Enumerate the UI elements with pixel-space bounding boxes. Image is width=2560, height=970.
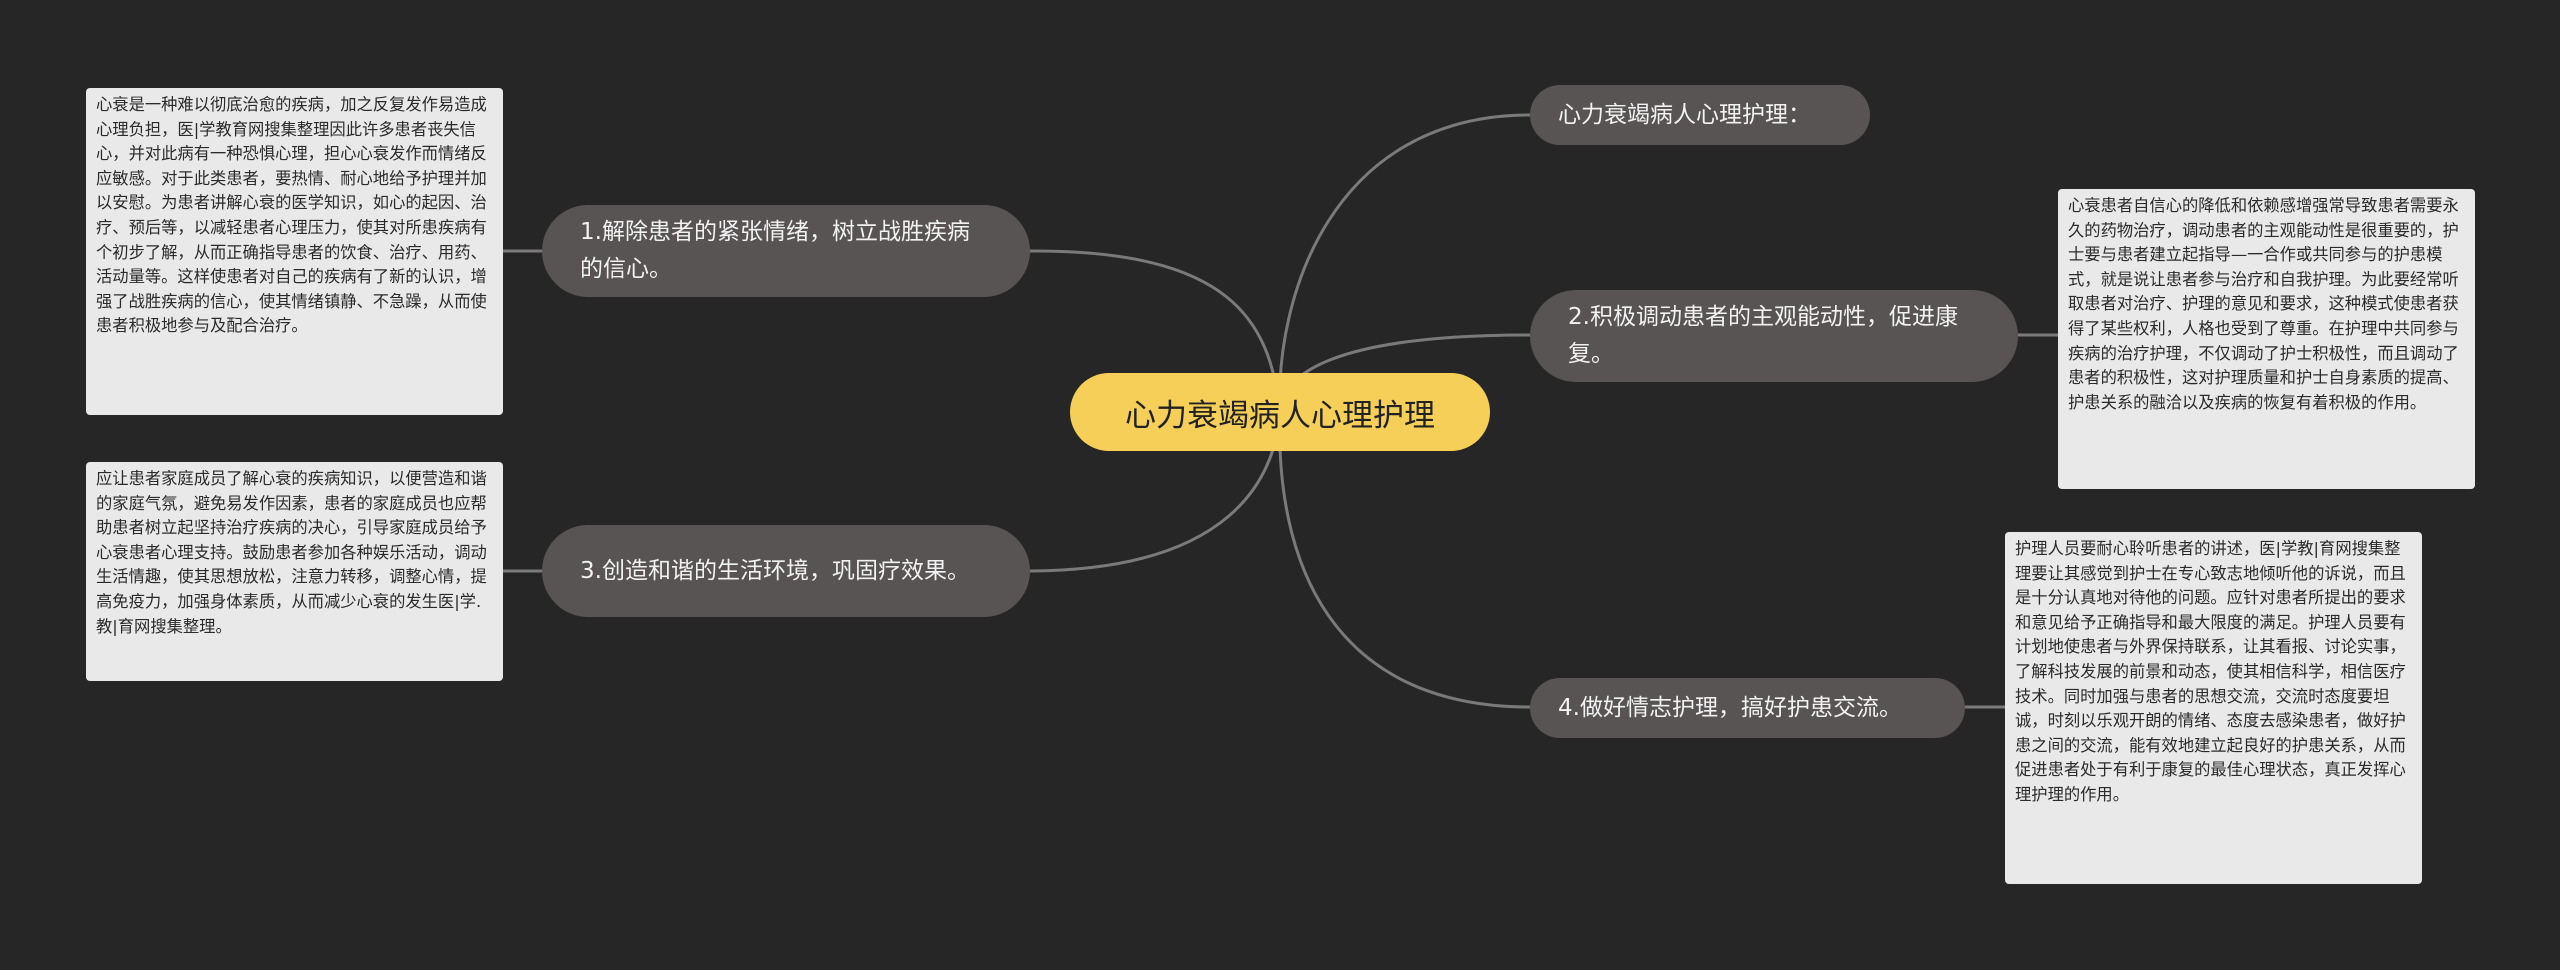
note-card-1: 心衰是一种难以彻底治愈的疾病，加之反复发作易造成心理负担，医|学教育网搜集整理因… <box>86 88 503 415</box>
branch-topic-3[interactable]: 3.创造和谐的生活环境，巩固疗效果。 <box>542 525 1030 617</box>
note-card-3: 应让患者家庭成员了解心衰的疾病知识，以便营造和谐的家庭气氛，避免易发作因素，患者… <box>86 462 503 681</box>
branch-topic-summary-label: 心力衰竭病人心理护理： <box>1558 101 1811 128</box>
branch-topic-4-label: 4.做好情志护理，搞好护患交流。 <box>1558 694 1902 721</box>
branch-topic-2-label: 2.积极调动患者的主观能动性，促进康复。 <box>1568 304 1958 367</box>
branch-topic-1[interactable]: 1.解除患者的紧张情绪，树立战胜疾病的信心。 <box>542 205 1030 297</box>
note-card-3-text: 应让患者家庭成员了解心衰的疾病知识，以便营造和谐的家庭气氛，避免易发作因素，患者… <box>96 469 487 636</box>
branch-topic-summary[interactable]: 心力衰竭病人心理护理： <box>1530 85 1870 145</box>
branch-topic-4[interactable]: 4.做好情志护理，搞好护患交流。 <box>1530 678 1965 738</box>
branch-topic-3-label: 3.创造和谐的生活环境，巩固疗效果。 <box>580 557 970 584</box>
note-card-1-text: 心衰是一种难以彻底治愈的疾病，加之反复发作易造成心理负担，医|学教育网搜集整理因… <box>96 95 487 336</box>
note-card-2-text: 心衰患者自信心的降低和依赖感增强常导致患者需要永久的药物治疗，调动患者的主观能动… <box>2068 196 2459 412</box>
note-card-2: 心衰患者自信心的降低和依赖感增强常导致患者需要永久的药物治疗，调动患者的主观能动… <box>2058 189 2475 489</box>
root-topic-label: 心力衰竭病人心理护理 <box>1125 397 1435 434</box>
branch-topic-2[interactable]: 2.积极调动患者的主观能动性，促进康复。 <box>1530 290 2018 382</box>
connector-root-b0 <box>1278 113 1531 413</box>
note-card-4: 护理人员要耐心聆听患者的讲述，医|学教|育网搜集整理要让其感觉到护士在专心致志地… <box>2005 532 2422 884</box>
note-card-4-text: 护理人员要耐心聆听患者的讲述，医|学教|育网搜集整理要让其感觉到护士在专心致志地… <box>2015 539 2406 804</box>
connector-root-b4 <box>1278 411 1531 709</box>
root-topic[interactable]: 心力衰竭病人心理护理 <box>1070 373 1490 451</box>
branch-topic-1-label: 1.解除患者的紧张情绪，树立战胜疾病的信心。 <box>580 219 970 282</box>
